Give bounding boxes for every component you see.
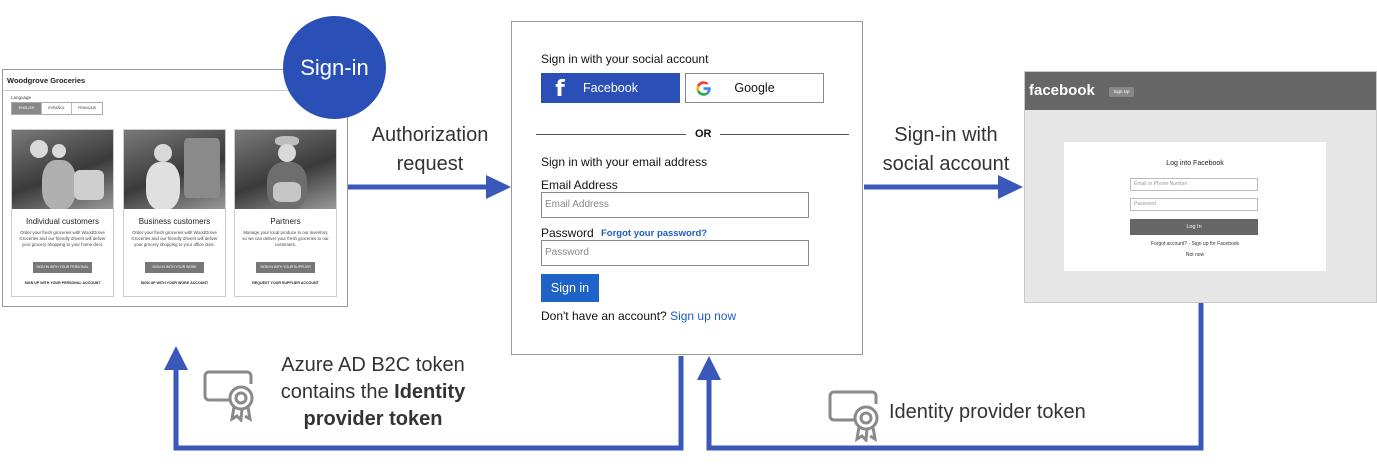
card-title: Business customers: [138, 217, 211, 226]
signin-button[interactable]: Sign in: [541, 274, 599, 302]
arrowhead-b2c-token: [164, 346, 188, 370]
or-divider-left: [536, 134, 686, 135]
woodgrove-app-screenshot: Woodgrove Groceries Language ENGLISH ESP…: [2, 69, 348, 307]
email-label: Email Address: [541, 178, 618, 192]
social-account-heading: Sign in with your social account: [541, 52, 709, 66]
b2c-signin-page: Sign in with your social account f Faceb…: [511, 21, 863, 355]
signup-work-link[interactable]: SIGN UP WITH YOUR WORK ACCOUNT: [140, 281, 209, 285]
certificate-icon: [828, 390, 879, 442]
facebook-login-box: Log into Facebook Email or Phone Number …: [1064, 142, 1326, 271]
card-title: Partners: [270, 217, 301, 226]
card-photo-farmer: [235, 130, 336, 209]
google-signin-button[interactable]: Google: [685, 73, 824, 103]
language-selector[interactable]: ENGLISH ESPAÑOL FRANÇAIS: [11, 102, 103, 115]
flow-label-authorization-request: Authorization request: [371, 124, 489, 175]
facebook-signup-button[interactable]: Sign Up: [1109, 87, 1134, 97]
arrow-b2c-token-return: [173, 356, 684, 451]
password-label: Password: [541, 226, 594, 240]
card-description: Order your fresh groceries with WoodGrov…: [131, 230, 218, 248]
flow-label-b2c-token: Azure AD B2C token contains the Identity…: [280, 354, 466, 430]
signin-work-button[interactable]: SIGN IN WITH YOUR WORK ACCOUNT: [145, 262, 204, 280]
facebook-email-field[interactable]: Email or Phone Number: [1130, 178, 1258, 191]
signin-personal-button[interactable]: SIGN IN WITH YOUR PERSONAL ACCOUNT: [33, 262, 92, 280]
facebook-not-now-link[interactable]: Not now: [1185, 252, 1205, 258]
email-heading: Sign in with your email address: [541, 155, 708, 169]
facebook-footer-links[interactable]: Forgot account? · Sign up for Facebook: [1150, 241, 1240, 247]
facebook-button-label: Facebook: [583, 81, 638, 95]
facebook-signin-button[interactable]: f Facebook: [541, 73, 680, 103]
signup-personal-link[interactable]: SIGN UP WITH YOUR PERSONAL ACCOUNT: [24, 281, 101, 285]
facebook-login-heading: Log into Facebook: [1166, 160, 1224, 167]
card-partners: Partners Manage your local produce in ou…: [234, 129, 337, 297]
or-label: OR: [695, 128, 712, 140]
language-option-francais[interactable]: FRANÇAIS: [77, 106, 97, 110]
signin-supplier-button[interactable]: SIGN IN WITH YOUR SUPPLIER ACCOUNT: [256, 262, 315, 280]
email-field[interactable]: Email Address: [541, 192, 809, 218]
forgot-password-link[interactable]: Forgot your password?: [601, 228, 708, 239]
facebook-login-screenshot: facebook Sign Up Log into Facebook Email…: [1024, 71, 1377, 303]
card-photo-shopkeeper: [124, 130, 225, 209]
flow-label-signin-social: Sign-in with social account: [882, 124, 1010, 175]
arrowhead-idp-token: [697, 356, 721, 380]
google-g-icon: [696, 81, 711, 96]
card-individual-customers: Individual customers Order your fresh gr…: [11, 129, 114, 297]
language-option-english[interactable]: ENGLISH: [12, 103, 42, 114]
request-supplier-link[interactable]: REQUEST YOUR SUPPLIER ACCOUNT: [252, 281, 319, 285]
certificate-icon: [203, 370, 254, 422]
facebook-login-button[interactable]: Log In: [1130, 219, 1258, 235]
card-description: Manage your local produce in our invento…: [242, 230, 329, 248]
facebook-logo: facebook: [1029, 82, 1095, 99]
signup-prompt: Don't have an account? Sign up now: [541, 309, 736, 323]
language-label: Language: [11, 95, 32, 100]
or-divider-right: [720, 134, 849, 135]
card-business-customers: Business customers Order your fresh groc…: [123, 129, 226, 297]
card-photo-shoppers: [12, 130, 113, 209]
signin-badge: Sign-in: [283, 16, 386, 119]
facebook-password-field[interactable]: Password: [1130, 198, 1258, 211]
card-description: Order your fresh groceries with WoodGrov…: [19, 230, 106, 248]
facebook-header-bar: facebook Sign Up: [1025, 72, 1376, 110]
facebook-f-icon: f: [555, 77, 565, 102]
woodgrove-title: Woodgrove Groceries: [7, 76, 86, 85]
language-option-espanol[interactable]: ESPAÑOL: [42, 103, 72, 114]
flow-label-idp-token: Identity provider token: [889, 401, 1086, 423]
arrowhead-authorization: [486, 175, 511, 199]
signup-now-link[interactable]: Sign up now: [670, 309, 737, 323]
no-account-text: Don't have an account?: [541, 309, 667, 323]
arrowhead-signin-social: [998, 175, 1023, 199]
password-field[interactable]: Password: [541, 240, 809, 266]
google-button-label: Google: [734, 81, 775, 95]
arrow-idp-token-return: [706, 303, 1204, 451]
woodgrove-header-divider: [3, 90, 347, 91]
card-title: Individual customers: [26, 217, 99, 226]
